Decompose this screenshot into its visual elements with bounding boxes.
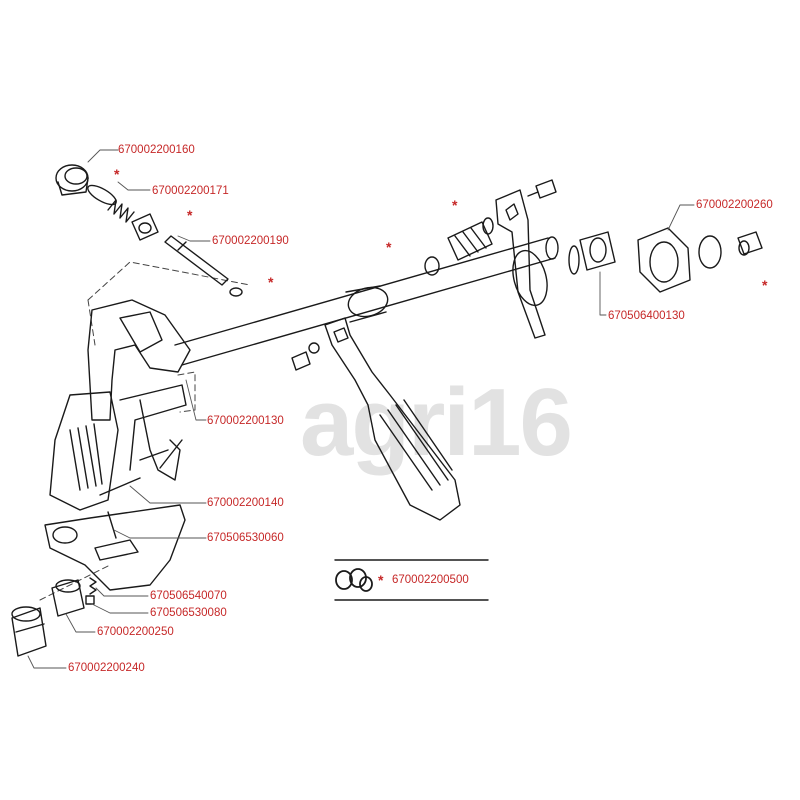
- grip-screw: [291, 342, 320, 371]
- part-number-label: 670506400130: [608, 310, 685, 322]
- tube-collar: [512, 249, 548, 307]
- oring-coupler: [568, 245, 580, 275]
- leader-160: [87, 149, 119, 163]
- trigger-guard: [44, 504, 186, 591]
- gun-body: [49, 299, 191, 511]
- guide-line-left: [87, 299, 96, 346]
- nozzle-insert: [447, 221, 493, 261]
- spring-171: [107, 199, 135, 223]
- tube-coupling: [345, 285, 389, 323]
- pin-6060: [107, 511, 117, 539]
- quick-coupler-6130: [579, 231, 616, 271]
- leader-140: [129, 485, 207, 504]
- part-number-label: 670506530080: [150, 607, 227, 619]
- lance-tube: [174, 236, 559, 366]
- oring-insert: [424, 256, 440, 276]
- oring-insert-b: [482, 217, 494, 235]
- part-number-label: 670002200140: [207, 497, 284, 509]
- nozzle-oring: [698, 235, 722, 269]
- leader-190: [177, 235, 211, 242]
- part-number-label: 670002200171: [152, 185, 229, 197]
- trigger-frame: [119, 384, 187, 481]
- shoulder-clamp: [495, 189, 546, 339]
- guide-bracket: [177, 371, 196, 413]
- oring-kit-box: [334, 559, 489, 601]
- leader-6070: [95, 587, 149, 597]
- lance-grip: [324, 317, 461, 521]
- part-number-label: 670506540070: [150, 590, 227, 602]
- nozzle-tip: [737, 231, 763, 256]
- part-number-label: 670002200160: [118, 144, 195, 156]
- fitting-240: [11, 606, 47, 657]
- leader-250: [65, 613, 96, 633]
- guide-line-lower: [39, 564, 111, 601]
- kit-asterisk: *: [268, 274, 274, 290]
- leader-6080: [91, 603, 149, 614]
- leader-240: [27, 655, 67, 669]
- part-number-label: 670002200130: [207, 415, 284, 427]
- agri16-watermark: agri16: [300, 369, 573, 476]
- nozzle-body-260: [637, 227, 691, 293]
- leader-6060: [113, 529, 207, 539]
- cap-nut-160: [55, 164, 89, 196]
- leader-130: [185, 379, 207, 421]
- leader-6130: [599, 271, 607, 316]
- pin-140: [99, 477, 141, 496]
- oring-small: [229, 287, 243, 297]
- valve-stem-190: [164, 235, 229, 286]
- kit-asterisk: *: [187, 207, 193, 223]
- valve-seat: [131, 213, 159, 241]
- fitting-250: [51, 579, 85, 617]
- kit-asterisk: *: [386, 239, 392, 255]
- kit-asterisk: *: [378, 572, 384, 588]
- part-number-label: 670002200500: [392, 574, 469, 586]
- oring-upper: [87, 184, 117, 206]
- kit-asterisk: *: [762, 277, 768, 293]
- part-number-label: 670002200250: [97, 626, 174, 638]
- part-number-label: 670506530060: [207, 532, 284, 544]
- part-number-label: 670002200190: [212, 235, 289, 247]
- ball-6080: [85, 595, 95, 605]
- leader-260: [667, 204, 695, 231]
- kit-asterisk: *: [452, 197, 458, 213]
- spring-6070: [89, 577, 97, 595]
- leader-171: [117, 181, 151, 191]
- kit-asterisk: *: [114, 166, 120, 182]
- clamp-screw: [527, 179, 557, 199]
- part-number-label: 670002200260: [696, 199, 773, 211]
- part-number-label: 670002200240: [68, 662, 145, 674]
